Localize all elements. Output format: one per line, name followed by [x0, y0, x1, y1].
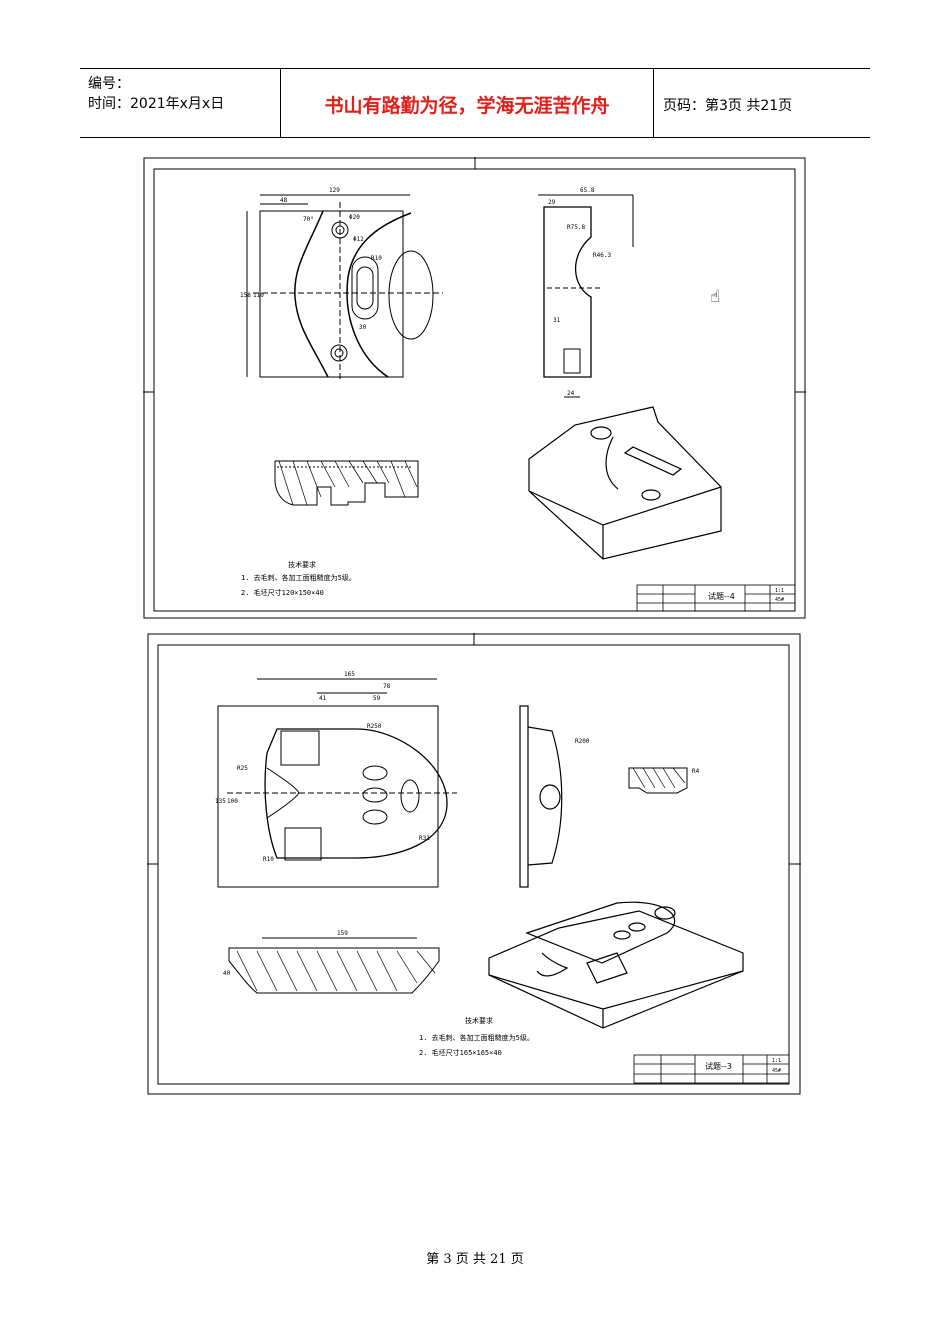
iso-view	[528, 406, 722, 560]
dim-165: 165	[344, 671, 355, 678]
dim-phi12: Φ12	[353, 236, 364, 243]
title-block-material: 45#	[775, 597, 784, 603]
dim-30: 30	[359, 324, 367, 331]
dim-100: 100	[227, 798, 238, 805]
dim-129: 129	[329, 187, 340, 194]
dim-40: 40	[223, 970, 231, 977]
tech-req-1: 1. 去毛刺、各加工面粗糙度为5级。	[241, 573, 356, 582]
time-label: 时间：2021年x月x日	[88, 96, 225, 112]
dim-110: 110	[253, 292, 264, 299]
dim-78: 78	[383, 683, 391, 690]
dim-r31: R31	[419, 835, 430, 842]
dim-31: 31	[553, 317, 561, 324]
number-label: 编号：	[88, 76, 130, 92]
tech-req-1: 1. 去毛刺、各加工面粗糙度为5级。	[419, 1033, 534, 1042]
hand-cursor-icon: ☝	[710, 287, 721, 307]
front-view	[246, 194, 443, 382]
dim-r75-8: R75.8	[567, 224, 585, 231]
title-block-scale: 1:1	[775, 588, 784, 594]
header-motto-cell: 书山有路勤为径，学海无涯苦作舟	[280, 69, 654, 137]
title-block	[636, 584, 796, 612]
side-view	[538, 194, 634, 398]
tech-req-title: 技术要求	[288, 560, 316, 569]
dim-r4: R4	[692, 768, 700, 775]
dim-135: 135	[215, 798, 226, 805]
header-page-cell: 页码：第3页 共21页	[653, 69, 870, 137]
page-header: 编号： 时间：2021年x月x日 书山有路勤为径，学海无涯苦作舟 页码：第3页 …	[80, 68, 870, 138]
dim-r250: R250	[367, 723, 382, 730]
front-view	[217, 678, 457, 888]
dim-24: 24	[567, 390, 575, 397]
dim-r46-3: R46.3	[593, 252, 611, 259]
dim-65-8: 65.8	[580, 187, 595, 194]
iso-view	[488, 901, 744, 1029]
dim-59: 59	[373, 695, 381, 702]
dim-r10: R10	[371, 255, 382, 262]
title-block-title: 试题--4	[708, 591, 735, 601]
dim-29: 29	[548, 199, 556, 206]
dim-41: 41	[319, 695, 327, 702]
tech-req-title: 技术要求	[465, 1016, 493, 1025]
title-block-material: 45#	[772, 1068, 781, 1074]
dim-48: 48	[280, 197, 288, 204]
dim-phi20: Φ20	[349, 214, 360, 221]
dim-158: 158	[240, 292, 251, 299]
dim-r10: R10	[263, 856, 274, 863]
section-view	[228, 937, 440, 994]
tech-req-2: 2. 毛坯尺寸165×165×40	[419, 1048, 502, 1057]
tech-req-2: 2. 毛坯尺寸120×150×40	[241, 588, 324, 597]
drawing-test-3: 165 78 41 59 R250 R25 135 100 R10 R31 R2…	[147, 633, 801, 1095]
section-view	[274, 460, 419, 506]
drawing-test-4: 129 48 158 110 70° Φ20 Φ12 R10 30 65.8 2…	[143, 157, 806, 619]
title-block-scale: 1:1	[772, 1058, 781, 1064]
side-view	[519, 705, 563, 888]
dim-r200: R200	[575, 738, 590, 745]
detail-section	[628, 767, 688, 794]
page-footer: 第 3 页 共 21 页	[426, 1252, 524, 1267]
dim-70deg: 70°	[303, 216, 314, 223]
motto: 书山有路勤为径，学海无涯苦作舟	[324, 95, 610, 117]
header-meta: 编号： 时间：2021年x月x日	[80, 69, 280, 137]
dim-159: 159	[337, 930, 348, 937]
title-block	[633, 1054, 790, 1084]
title-block-title: 试题--3	[705, 1061, 732, 1071]
dim-r25: R25	[237, 765, 248, 772]
page-label: 页码：第3页 共21页	[663, 98, 793, 114]
